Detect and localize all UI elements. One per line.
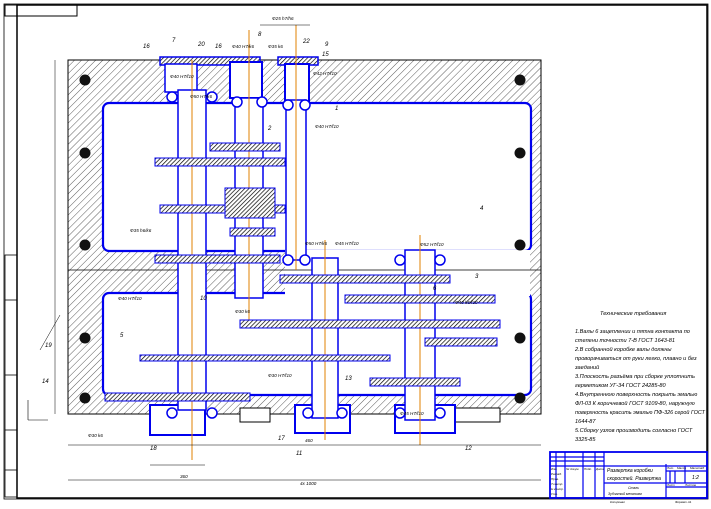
drawing-text: Ф40 H7/f10 — [170, 74, 194, 79]
drawing-text: скоростей. Развертка — [607, 475, 661, 482]
drawing-text: Ф42 H7/f10 — [313, 71, 337, 76]
bearings — [166, 91, 446, 419]
callout-6: 6 — [433, 286, 437, 292]
drawing-text: Лист — [666, 483, 675, 487]
drawing-text: Ф40 H7/f10 — [118, 296, 142, 301]
callout-17: 17 — [278, 436, 285, 442]
drawing-text: 460 — [305, 438, 313, 443]
scale-value: 1:2 — [692, 475, 699, 481]
drawing-text: Подп. — [584, 467, 592, 471]
callout-4: 4 — [480, 206, 484, 212]
drawing-text: Лит. — [666, 466, 674, 470]
drawing-text: Ф25 h7/h6 — [272, 16, 294, 21]
drawing-text: Утв. — [551, 492, 558, 496]
dimension-lines — [39, 24, 541, 481]
drawing-text: заеданий — [574, 364, 599, 371]
drawing-text: Масса — [677, 466, 686, 470]
callout-12: 12 — [465, 446, 472, 452]
drawing-text: 3.Плоскость разъёма при сборке уплотнить — [575, 374, 695, 380]
drawing-text: 4.Внутреннюю поверхность покрыть эмалью — [575, 392, 698, 398]
notes-title: Технические требования — [600, 311, 666, 317]
callout-9: 9 — [325, 42, 329, 48]
drawing-text: Масштаб — [690, 466, 704, 470]
drawing-text: 3325-85 — [575, 437, 596, 443]
callout-14: 14 — [42, 379, 49, 385]
title-block: Изм. № докум. Подп. Дата Разраб. Пров. Т… — [549, 451, 708, 504]
drawing-text: Изм. — [551, 467, 558, 471]
drawing-text: Ф30 H7/f10 — [268, 373, 292, 378]
drawing-text: Формат A1 — [675, 500, 692, 504]
drawing-text: Ф40 H7/k6 — [232, 44, 254, 49]
drawing-text: Копировал — [610, 500, 625, 504]
drawing-text: Зубчатый механизм — [608, 492, 642, 496]
drawing-text: Ф30 k6 — [235, 309, 250, 314]
callout-5: 5 — [120, 333, 124, 339]
callout-7: 7 — [172, 38, 176, 44]
callout-16a: 16 — [143, 44, 150, 50]
drawing-text: Ф52 H7/f10 — [420, 242, 444, 247]
callout-3: 3 — [475, 274, 479, 280]
drawing-text: Ф35 h6/k6 — [130, 228, 152, 233]
drawing-text: Н.контр. — [551, 487, 564, 491]
callout-11: 11 — [296, 451, 302, 457]
callout-15: 15 — [322, 52, 329, 58]
drawing-text: ФЛ-03 К коричневой ГОСТ 9109-80, наружну… — [575, 400, 695, 407]
callout-8: 8 — [258, 32, 262, 38]
drawing-text: 360 — [180, 474, 188, 479]
dimension-texts: Ф40 H7/f10 Ф40 H7/k6 Ф35 k6 Ф25 h7/h6 Ф4… — [88, 16, 478, 486]
callout-13: 13 — [345, 376, 352, 382]
drawing-text: Разраб. — [551, 472, 562, 476]
drawing-text: 1644-87 — [575, 419, 596, 425]
drawing-text: Ф50 H7/k6 — [305, 241, 327, 246]
drawing-text: Ф35 k6 — [268, 44, 283, 49]
part-callouts: 16 7 20 16 8 22 9 15 2 1 4 3 6 5 14 18 1… — [42, 32, 484, 457]
ucs-axes-icon — [27, 400, 48, 421]
drawing-text: Ф45 H7/f10 — [400, 411, 424, 416]
drawing-text: Листов — [684, 483, 696, 487]
callout-10: 10 — [200, 296, 207, 302]
drawing-text: 2.В собранной коробке валы должны — [574, 346, 672, 353]
callout-22: 22 — [302, 39, 310, 45]
drawing-text: степени точности 7-В ГОСТ 1643-81 — [575, 338, 675, 344]
drawing-title: Развертка коробки — [607, 468, 653, 474]
drawing-text: проворачиваться от руки легко, плавно и … — [575, 356, 697, 362]
drawing-text: Ф45 H7/f10 — [335, 241, 359, 246]
drawing-text: 1.Валы 6 зацеплении и пятна контакта по — [575, 329, 690, 335]
note-line-9: поверхность красить эмалью ПФ-326 серой … — [575, 409, 706, 416]
bolt-holes — [79, 74, 526, 404]
drawing-text: 4x 1000 — [300, 481, 317, 486]
callout-18: 18 — [150, 446, 157, 452]
drawing-text: герметиком УГ-34 ГОСТ 24285-80 — [575, 383, 666, 389]
callout-20: 20 — [197, 42, 205, 48]
callout-19: 19 — [45, 343, 52, 349]
drawing-text: Ф40 k6/f10 — [455, 300, 478, 305]
callout-1: 1 — [335, 106, 338, 112]
drawing-text: 5.Сборку узлов производить согласно ГОСТ — [575, 428, 693, 434]
callout-2: 2 — [267, 126, 272, 132]
sheet-frame — [3, 3, 709, 500]
drawing-text: Т.контр. — [551, 482, 563, 486]
drawing-text: Сталь — [628, 486, 639, 490]
drawing-text: Ф50 H7/k6 — [190, 94, 212, 99]
drawing-text: Ф30 k6 — [88, 433, 103, 438]
drawing-text: Ф40 H7/f10 — [315, 124, 339, 129]
gears — [104, 142, 501, 402]
drawing-text: Пров. — [551, 477, 559, 481]
drawing-text: Дата — [595, 467, 604, 471]
technical-requirements: Технические требования 1.Валы 6 зацеплен… — [574, 311, 706, 443]
drawing-text: № докум. — [566, 467, 579, 471]
callout-16b: 16 — [215, 44, 222, 50]
